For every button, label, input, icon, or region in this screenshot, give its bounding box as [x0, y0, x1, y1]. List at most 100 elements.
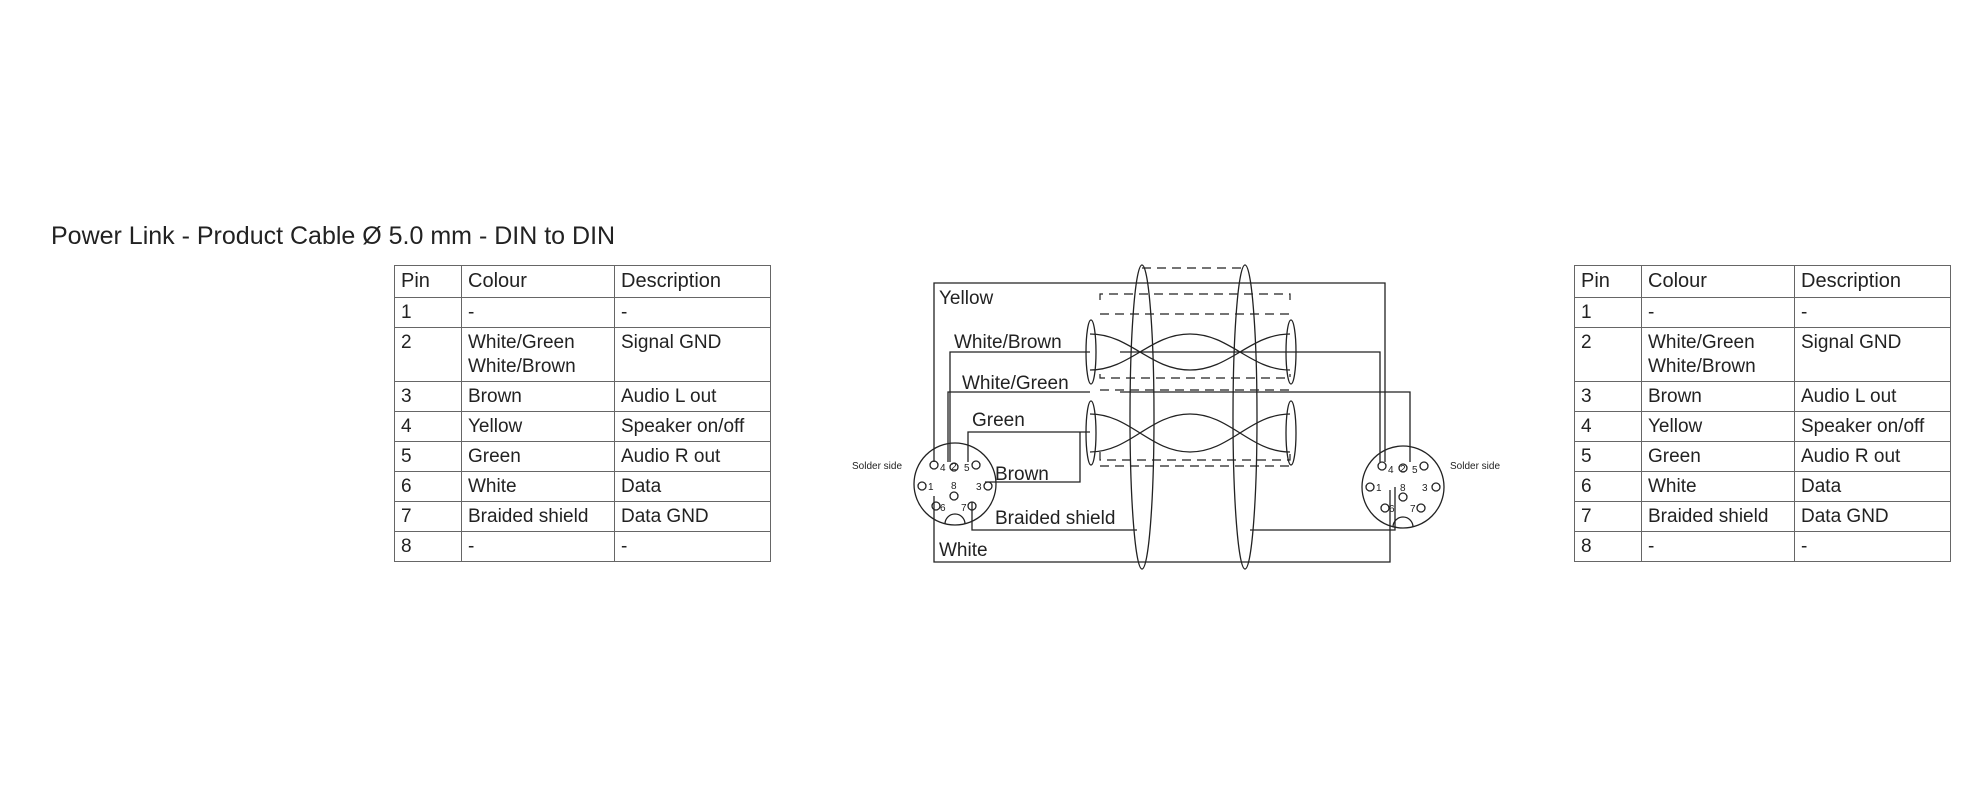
colour-cell: Yellow [461, 411, 615, 442]
table-row: 6 White Data [1574, 471, 1951, 502]
jacket-right [1232, 264, 1258, 570]
pin-label-7-right: 7 [1410, 504, 1416, 515]
header-colour: Colour [1641, 265, 1795, 298]
table-row: 7 Braided shield Data GND [1574, 501, 1951, 532]
colour-line: Yellow [1648, 416, 1703, 437]
colour-line: - [468, 536, 475, 557]
pin-label-2-left: 2 [951, 462, 957, 473]
pin-cell: 4 [394, 411, 462, 442]
colour-line: Braided shield [1648, 506, 1769, 527]
colour-cell: White [1641, 471, 1795, 502]
wire-brown [985, 432, 1081, 483]
colour-line: - [1648, 302, 1655, 323]
colour-line: Braided shield [468, 506, 589, 527]
pin-label-2-right: 2 [1400, 464, 1406, 475]
table-row: 1-- [1574, 297, 1951, 328]
colour-cell: - [461, 531, 615, 562]
pin-label-1-left: 1 [928, 482, 934, 493]
pin-label-5-right: 5 [1412, 465, 1418, 476]
header-description: Description [614, 265, 771, 298]
table-row: 8-- [1574, 531, 1951, 562]
header-colour: Colour [461, 265, 615, 298]
description-cell: Audio R out [1794, 441, 1951, 472]
pin-cell: 2 [1574, 327, 1642, 382]
pin-label-6-left: 6 [940, 503, 946, 514]
pin-label-3-right: 3 [1422, 483, 1428, 494]
wiring-diagram: 4 2 5 1 8 3 6 7 Solder side 4 2 5 1 8 3 … [852, 264, 1500, 570]
din-connector-right [1361, 445, 1445, 529]
wire-label-braided-shield: Braided shield [995, 508, 1115, 529]
colour-line: White [1648, 476, 1697, 497]
colour-line: White [468, 476, 517, 497]
colour-line: White/Green [1648, 332, 1755, 353]
colour-cell: - [461, 297, 615, 328]
colour-cell: Braided shield [1641, 501, 1795, 532]
pin-cell: 5 [1574, 441, 1642, 472]
wire-white-green [947, 391, 1090, 462]
description-cell: Signal GND [614, 327, 771, 382]
pin-label-8-left: 8 [951, 481, 957, 492]
header-description: Description [1794, 265, 1951, 298]
pin-cell: 7 [394, 501, 462, 532]
colour-cell: - [1641, 531, 1795, 562]
pin-cell: 6 [1574, 471, 1642, 502]
description-cell: Speaker on/off [1794, 411, 1951, 442]
pin-label-4-right: 4 [1388, 465, 1394, 476]
pin-cell: 1 [1574, 297, 1642, 328]
pin-label-7-left: 7 [961, 503, 967, 514]
description-cell: Data GND [1794, 501, 1951, 532]
header-pin: Pin [394, 265, 462, 298]
colour-cell: Braided shield [461, 501, 615, 532]
colour-line: White/Brown [1648, 356, 1756, 377]
description-cell: Speaker on/off [614, 411, 771, 442]
jacket-left [1129, 264, 1155, 570]
wire-yellow [933, 282, 1386, 462]
colour-line: Green [468, 446, 521, 467]
pin-cell: 6 [394, 471, 462, 502]
header-pin: Pin [1574, 265, 1642, 298]
colour-line: - [1648, 536, 1655, 557]
table-row: 8-- [394, 531, 771, 562]
pin-label-1-right: 1 [1376, 483, 1382, 494]
pin-label-4-left: 4 [940, 463, 946, 474]
colour-cell: Yellow [1641, 411, 1795, 442]
table-row: 1-- [394, 297, 771, 328]
colour-cell: Brown [461, 381, 615, 412]
pin-cell: 7 [1574, 501, 1642, 532]
wire-white-brown [949, 351, 1381, 462]
description-cell: Audio L out [1794, 381, 1951, 412]
wire-green [967, 391, 1411, 462]
colour-line: Brown [468, 386, 522, 407]
table-header-row: Pin Colour Description [394, 265, 771, 298]
colour-cell: - [1641, 297, 1795, 328]
description-cell: Audio R out [614, 441, 771, 472]
table-row: 4 Yellow Speaker on/off [1574, 411, 1951, 442]
pin-cell: 3 [1574, 381, 1642, 412]
pin-cell: 4 [1574, 411, 1642, 442]
description-cell: Signal GND [1794, 327, 1951, 382]
colour-cell: White [461, 471, 615, 502]
colour-cell: Brown [1641, 381, 1795, 412]
colour-line: White/Brown [468, 356, 576, 377]
wire-label-white: White [939, 540, 988, 561]
wire-label-white-brown: White/Brown [954, 332, 1062, 353]
description-cell: Data [1794, 471, 1951, 502]
table-header-row: Pin Colour Description [1574, 265, 1951, 298]
pin-cell: 8 [394, 531, 462, 562]
colour-line: - [468, 302, 475, 323]
twisted-pair-1 [1089, 333, 1291, 371]
table-row: 5 Green Audio R out [394, 441, 771, 472]
page-title: Power Link - Product Cable Ø 5.0 mm - DI… [51, 222, 616, 250]
wire-label-green: Green [972, 410, 1025, 431]
colour-line: Green [1648, 446, 1701, 467]
pin-cell: 1 [394, 297, 462, 328]
pin-cell: 5 [394, 441, 462, 472]
pin-label-5-left: 5 [964, 463, 970, 474]
